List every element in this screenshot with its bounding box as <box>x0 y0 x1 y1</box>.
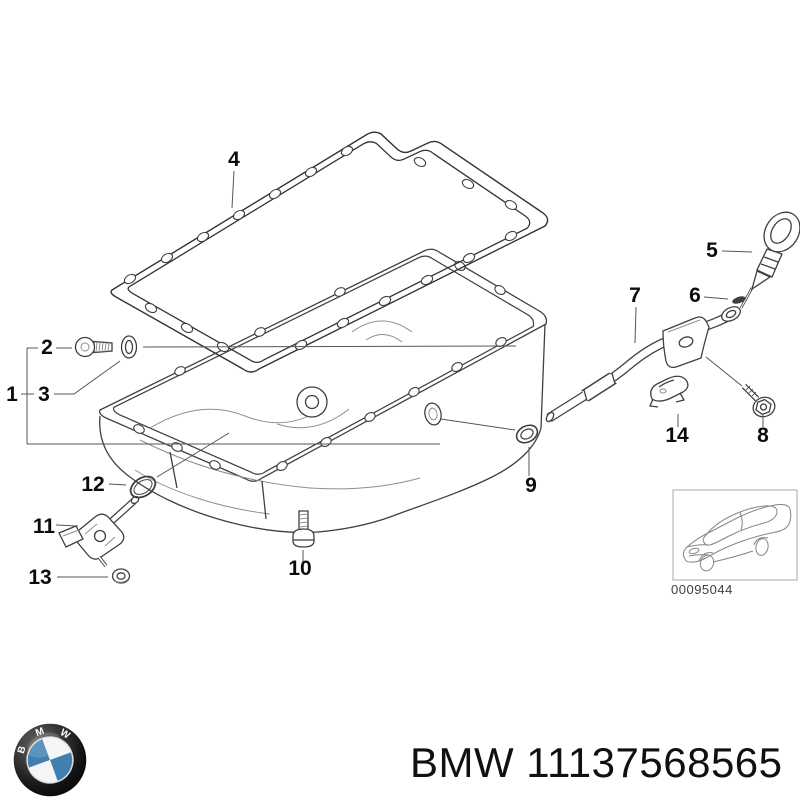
roundel-quadrant-white-tr <box>42 737 71 760</box>
bmw-logo: B M W <box>13 723 87 797</box>
roundel-quadrant-white-bl <box>29 760 58 783</box>
thumbnail-code: 00095044 <box>671 582 733 597</box>
oil-pan-drawing <box>98 248 548 534</box>
callout-6: 6 <box>689 284 701 307</box>
callout-7: 7 <box>629 284 641 307</box>
part-13-seal <box>111 568 131 584</box>
part-2-bolt <box>74 336 113 358</box>
part-10-bolt <box>292 510 315 548</box>
car-outline-icon <box>682 504 792 572</box>
callout-8: 8 <box>757 424 769 447</box>
callout-12: 12 <box>81 473 104 496</box>
drain-boss <box>296 386 328 418</box>
part-7-guide-tube <box>545 306 743 423</box>
callout-1: 1 <box>6 383 18 406</box>
part-3-washer <box>120 335 138 359</box>
callout-5: 5 <box>706 239 718 262</box>
callout-2: 2 <box>41 336 53 359</box>
callout-11: 11 <box>33 515 56 538</box>
sensor-port <box>424 402 442 426</box>
part-8-bolt <box>741 383 776 418</box>
callout-13: 13 <box>28 566 51 589</box>
parts-diagram: 1 2 3 4 5 6 7 8 9 10 11 12 13 14 <box>6 131 800 597</box>
gasket-drawing <box>110 131 549 373</box>
part-12-oring <box>129 475 157 499</box>
car-thumbnail: 00095044 <box>671 489 798 597</box>
logo-letter-m: M <box>34 726 46 739</box>
roundel-quadrant-blue-tl <box>27 739 50 768</box>
logo-gloss <box>27 732 61 758</box>
callout-3: 3 <box>38 383 50 406</box>
part-5-dipstick <box>739 211 800 309</box>
callout-9: 9 <box>525 474 537 497</box>
part-9-oring <box>515 424 539 444</box>
part-11-level-sensor <box>58 495 140 568</box>
leader-lines <box>21 170 764 578</box>
callout-4: 4 <box>228 148 240 171</box>
part-6-seal <box>732 296 746 304</box>
thumbnail-frame <box>672 489 798 581</box>
callout-10: 10 <box>288 557 311 580</box>
roundel-quadrant-blue-br <box>50 752 73 781</box>
part-number: BMW 11137568565 <box>410 739 783 786</box>
part-14-clamp <box>649 375 689 408</box>
callouts: 1 2 3 4 5 6 7 8 9 10 11 12 13 14 <box>6 148 769 589</box>
callout-14: 14 <box>665 424 689 447</box>
logo-letter-b: B <box>16 745 29 755</box>
